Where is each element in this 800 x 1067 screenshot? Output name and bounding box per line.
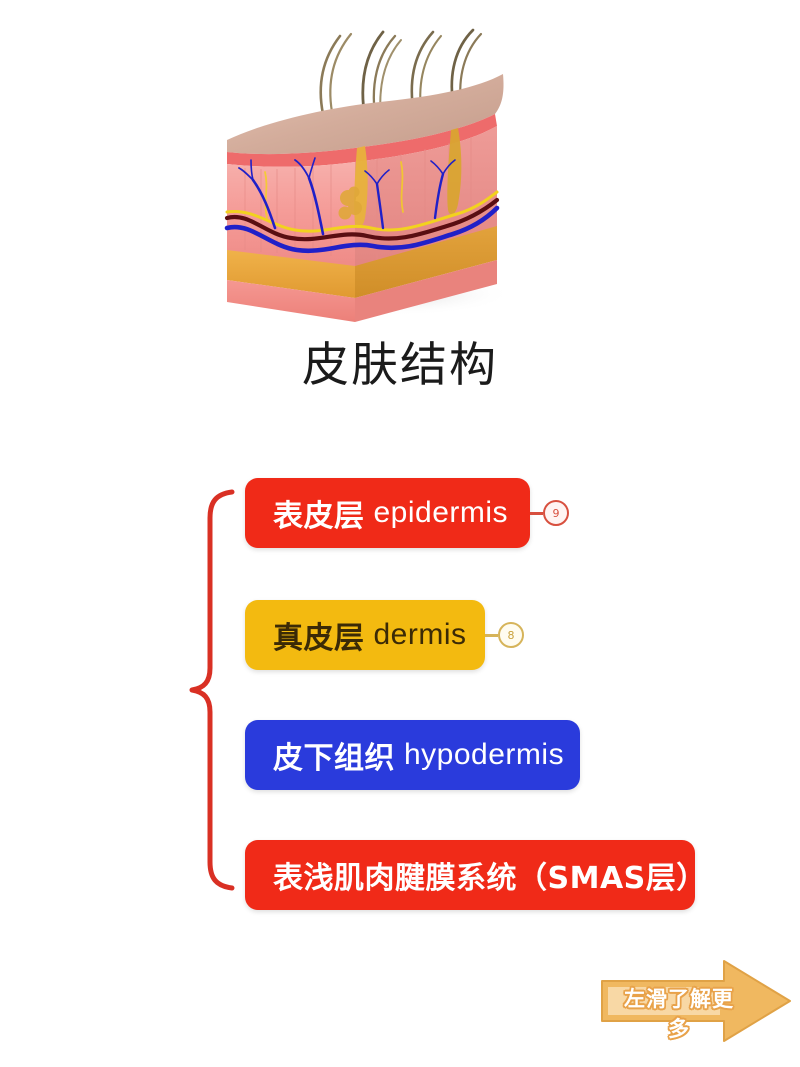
layer-label-en-dermis: dermis <box>373 618 467 651</box>
layer-badge-dermis[interactable]: 8 <box>498 622 524 648</box>
hypodermis-front-face <box>227 250 355 298</box>
layer-row-epidermis[interactable]: 表皮层 epidermis 9 <box>245 478 569 548</box>
base-layer-right <box>355 260 497 322</box>
layer-badge-group-epidermis[interactable]: 9 <box>530 500 569 526</box>
arrow-inner-band <box>608 987 720 1015</box>
dermis-right-face <box>355 126 497 270</box>
layer-chip-epidermis[interactable]: 表皮层 epidermis <box>245 478 530 548</box>
layer-chip-dermis[interactable]: 真皮层 dermis <box>245 600 485 670</box>
swipe-hint-label: 左滑了解更多 <box>624 987 734 1041</box>
epidermis-surface-edge <box>227 114 497 167</box>
vein-vessels <box>224 157 500 254</box>
base-layer-front <box>227 280 355 322</box>
layer-label-cn-epidermis: 表皮层 <box>273 499 365 534</box>
layer-label-en-epidermis: epidermis <box>373 496 509 529</box>
layer-label-en-hypodermis: hypodermis <box>404 738 565 771</box>
layer-chip-smas[interactable]: 表浅肌肉腱膜系统（SMAS层） <box>245 840 706 910</box>
badge-connector-line-dermis <box>485 633 498 637</box>
sebaceous-gland <box>338 186 362 220</box>
layer-chip-hypodermis[interactable]: 皮下组织 hypodermis <box>245 720 580 790</box>
hypodermis-right-face <box>355 226 497 298</box>
skin-cross-section-illustration <box>205 22 600 327</box>
swipe-hint-arrow[interactable]: 左滑了解更多 <box>598 957 794 1045</box>
page-title: 皮肤结构 <box>302 338 498 393</box>
artery-vessels <box>224 197 500 242</box>
layer-label-cn-hypodermis: 皮下组织 <box>273 741 395 776</box>
layer-label-cn-dermis: 真皮层 <box>273 621 365 656</box>
layer-row-dermis[interactable]: 真皮层 dermis 8 <box>245 600 524 670</box>
badge-connector-line-epidermis <box>530 511 543 515</box>
epidermis-surface-top <box>227 74 504 155</box>
layer-label-cn-smas: 表浅肌肉腱膜系统（SMAS层） <box>273 861 707 896</box>
layer-badge-group-dermis[interactable]: 8 <box>485 622 524 648</box>
layer-row-hypodermis[interactable]: 皮下组织 hypodermis <box>245 720 580 790</box>
layer-row-smas[interactable]: 表浅肌肉腱膜系统（SMAS层） <box>245 840 706 910</box>
layer-badge-epidermis[interactable]: 9 <box>543 500 569 526</box>
